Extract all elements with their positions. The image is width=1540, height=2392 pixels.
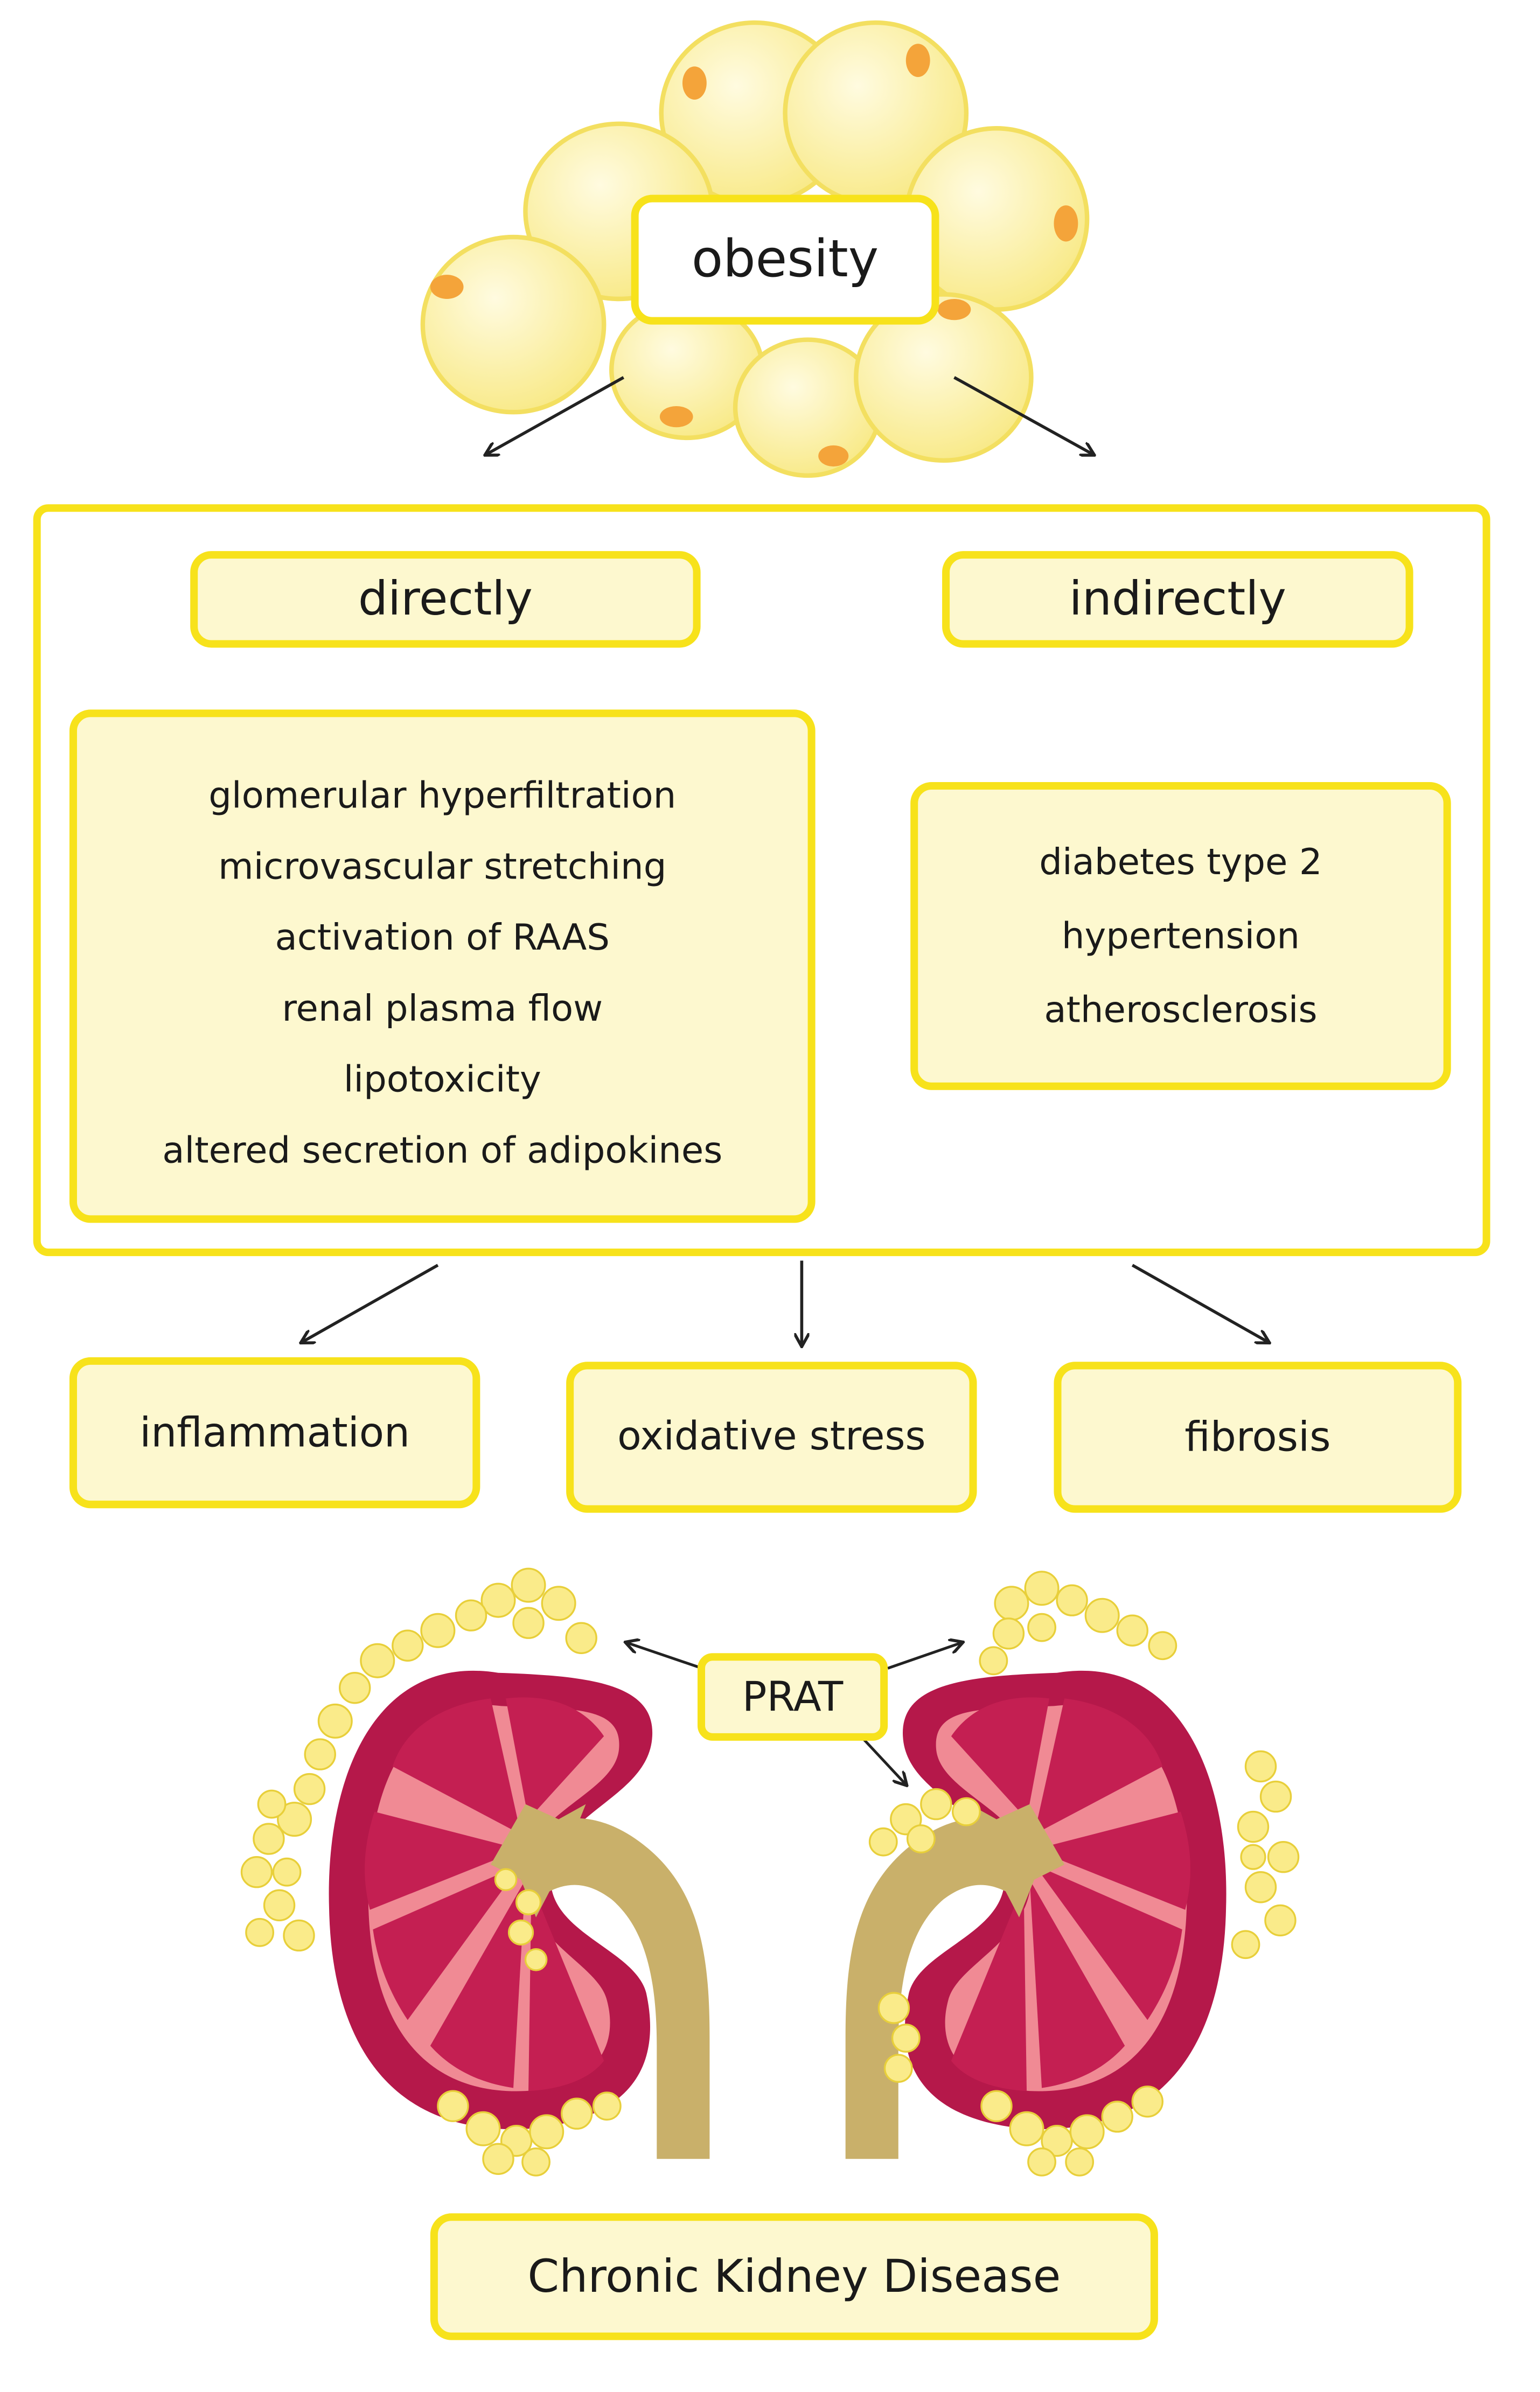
inflammation-label: inflammation xyxy=(140,1409,410,1456)
fat-cell-icon xyxy=(854,292,1034,463)
direct-effects-box: glomerular hyperfiltration microvascular… xyxy=(69,709,816,1223)
ckd-box: Chronic Kidney Disease xyxy=(430,2213,1158,2340)
prat-fat-icon xyxy=(240,1567,622,2177)
arrow-icon xyxy=(626,1643,703,1670)
indirectly-box: indirectly xyxy=(942,551,1413,648)
fibrosis-box: fibrosis xyxy=(1054,1362,1462,1513)
fibrosis-label: fibrosis xyxy=(1184,1414,1331,1461)
fat-cell-icon xyxy=(903,126,1090,312)
right-kidney-icon xyxy=(845,1571,1300,2177)
arrow-icon xyxy=(887,1643,961,1670)
list-item: atherosclerosis xyxy=(1044,988,1318,1031)
oxidative-stress-box: oxidative stress xyxy=(566,1362,977,1513)
prat-box: PRAT xyxy=(697,1653,888,1741)
inflammation-box: inflammation xyxy=(69,1357,480,1509)
obesity-label: obesity xyxy=(691,229,879,290)
arrow-icon xyxy=(953,376,1093,455)
fat-cell-icon xyxy=(783,20,969,206)
list-item: glomerular hyperfiltration xyxy=(208,773,677,817)
list-item: hypertension xyxy=(1061,915,1300,958)
arrow-icon xyxy=(302,1264,439,1342)
prat-label: PRAT xyxy=(742,1673,844,1721)
obesity-box: obesity xyxy=(631,194,939,325)
indirect-effects-box: diabetes type 2 hypertension atheroscler… xyxy=(910,782,1451,1090)
prat-fat-icon xyxy=(868,1571,1300,2177)
directly-label: directly xyxy=(358,572,533,627)
adipocyte-cluster-icon xyxy=(420,20,1090,478)
directly-box: directly xyxy=(190,551,701,648)
list-item: renal plasma flow xyxy=(282,986,603,1029)
oxidative-stress-label: oxidative stress xyxy=(617,1414,926,1460)
list-item: microvascular stretching xyxy=(218,845,667,887)
fat-cell-icon xyxy=(420,234,607,415)
list-item: activation of RAAS xyxy=(275,916,610,958)
indirectly-label: indirectly xyxy=(1069,572,1286,627)
list-item: altered secretion of adipokines xyxy=(162,1128,723,1171)
arrow-icon xyxy=(486,376,625,455)
left-kidney-icon xyxy=(240,1567,710,2177)
list-item: lipotoxicity xyxy=(343,1057,541,1100)
ckd-label: Chronic Kidney Disease xyxy=(527,2250,1061,2303)
arrow-icon xyxy=(1131,1264,1268,1342)
arrow-icon xyxy=(862,1738,905,1784)
list-item: diabetes type 2 xyxy=(1039,841,1322,883)
